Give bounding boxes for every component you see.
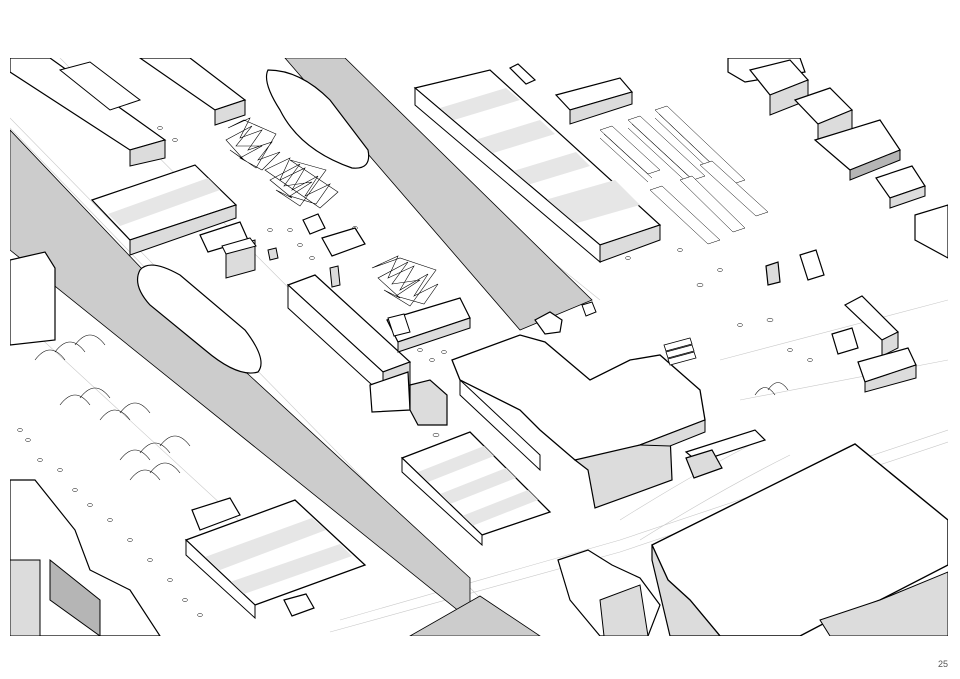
boat-top bbox=[265, 69, 370, 169]
block-near-trees bbox=[386, 297, 471, 353]
hall-top-stripe-2 bbox=[475, 120, 555, 154]
hall-top-stripe-3 bbox=[510, 152, 590, 186]
hall-left-annex-roof bbox=[221, 237, 257, 255]
shrub-group-4 bbox=[119, 435, 191, 461]
shrub-group-5 bbox=[129, 462, 181, 481]
canal-bottom bbox=[409, 595, 541, 636]
tree-cluster-2 bbox=[264, 157, 339, 209]
blocks-near-central bbox=[684, 429, 767, 479]
hall-lower-side bbox=[401, 456, 483, 547]
buildings-top-right bbox=[727, 58, 948, 259]
large-block-bottom-right bbox=[651, 443, 948, 636]
canal-middle bbox=[284, 58, 593, 331]
large-central-building bbox=[451, 334, 706, 509]
shrub-group-6 bbox=[754, 382, 789, 396]
drawing-frame bbox=[10, 58, 948, 636]
buildings-bottom-middle bbox=[557, 549, 661, 636]
page-number: 25 bbox=[937, 659, 948, 669]
central-side bbox=[459, 378, 541, 472]
block-b-roof bbox=[138, 58, 247, 111]
tree-clusters bbox=[225, 117, 439, 307]
hall-left-stripe bbox=[108, 178, 220, 226]
hall-bl-side bbox=[185, 538, 256, 620]
shrub-groups bbox=[34, 334, 789, 481]
hall-lower-center bbox=[400, 431, 552, 547]
small-boxes-top bbox=[508, 63, 634, 125]
block-b-side bbox=[214, 99, 246, 126]
hall-left bbox=[90, 164, 257, 279]
slab-tower bbox=[409, 379, 448, 426]
buildings-right-middle bbox=[831, 295, 917, 393]
buildings-top-left bbox=[10, 58, 247, 167]
hall-top-center bbox=[413, 69, 662, 264]
hall-top-stripe-1 bbox=[440, 88, 520, 120]
small-boxes-middle bbox=[267, 213, 366, 288]
shrub-group-1 bbox=[34, 334, 106, 361]
street-details bbox=[17, 126, 813, 617]
block-a-side bbox=[129, 139, 166, 167]
shrub-group-3 bbox=[99, 402, 151, 421]
buildings-bottom-left bbox=[10, 251, 161, 636]
hall-top-stripe-4 bbox=[545, 180, 640, 225]
tree-cluster-3 bbox=[371, 255, 439, 307]
container-stacks bbox=[599, 105, 769, 245]
slab-building bbox=[286, 274, 448, 426]
big-facade bbox=[651, 544, 721, 636]
block-c-roof bbox=[58, 61, 142, 111]
boats bbox=[137, 69, 370, 374]
hall-top-end bbox=[599, 224, 661, 263]
tree-cluster-1 bbox=[225, 117, 281, 171]
boat-bottom bbox=[137, 264, 262, 374]
small-cubes-right bbox=[534, 249, 825, 335]
central-vents bbox=[663, 337, 697, 366]
hall-bottom-left bbox=[184, 497, 367, 620]
shrub-group-2 bbox=[59, 387, 111, 406]
hall-left-side bbox=[129, 204, 237, 256]
